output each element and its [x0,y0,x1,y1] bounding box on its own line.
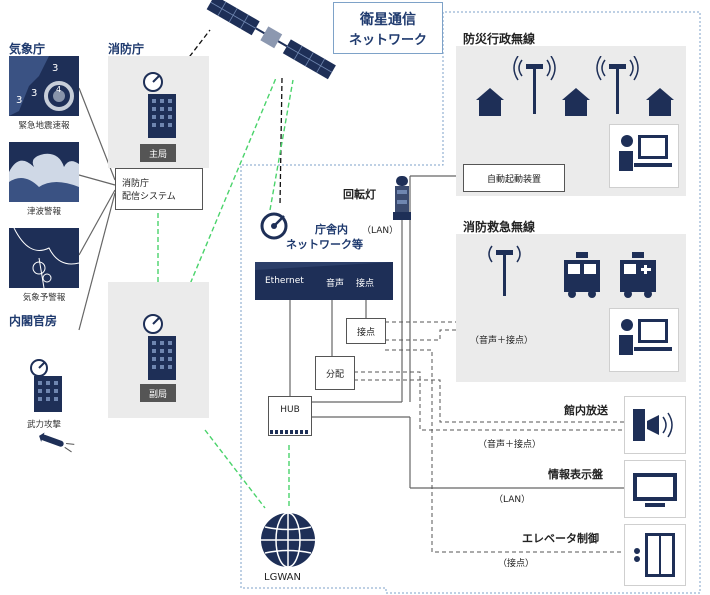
sat-link-office [279,77,283,206]
green-office-sat [269,79,294,211]
link-tsunami [78,174,116,186]
rotating-lamp-label: 回転灯 [343,188,376,201]
lan-title: 庁舎内 [315,223,348,236]
disaster-radio-heading: 防災行政無線 [463,32,536,46]
globe-icon [261,512,315,568]
contact-box: 接点 [346,318,386,344]
title-line2: ネットワーク [348,33,427,48]
link-cabinet [78,192,116,331]
info-display-box [624,460,686,518]
disaster-radio-towers [476,56,674,116]
main-station-building-icon [143,72,176,138]
disaster-operator-box [609,124,679,188]
fire-radio-heading: 消防救急無線 [463,220,536,234]
office-dish-icon [260,212,288,240]
sub-station-building-icon [143,314,176,380]
link-weather [78,189,116,256]
jma-heading: 気象庁 [9,42,46,56]
operator-icon [619,319,672,355]
cabinet-heading: 内閣官房 [9,314,58,328]
elevator-box [624,524,686,586]
lgwan-label: LGWAN [264,572,301,583]
missile-icon [39,432,75,453]
cabinet-building-icon [30,359,62,412]
hub-label: HUB [280,405,300,415]
hub-box: HUB [268,396,312,436]
elevator-heading: エレベータ制御 [522,532,599,545]
speaker-icon [633,409,673,441]
weather-map [9,228,79,288]
tsunami-caption: 津波警報 [26,207,61,217]
sub-station-label: 副局 [140,384,176,402]
rotating-lamp-icon [393,176,411,220]
hub-ports [270,430,310,434]
info-display-signal-label: （LAN） [494,495,531,505]
port-ethernet: Ethernet [265,276,304,286]
delivery-system-line1: 消防庁 [122,179,150,189]
elevator-icon [634,533,675,577]
eq-caption: 緊急地震速報 [18,121,70,131]
elevator-signal-label: （接点） [498,559,535,569]
fire-radio-signal-label: （音声＋接点） [470,336,534,346]
port-contact: 接点 [356,279,375,289]
port-voice: 音声 [326,279,345,289]
pa-box [624,396,686,454]
tsunami-image [9,142,79,202]
eq-num-1: 3 [52,63,59,74]
eq-num-3: 3 [31,88,38,99]
delivery-system-box: 消防庁 配信システム [115,168,203,210]
monitor-icon [633,473,677,507]
info-display-heading: 情報表示盤 [548,468,603,481]
eq-num-4: 4 [56,85,62,94]
main-station-label: 主局 [140,144,176,162]
fire-radio-vehicles [488,245,656,298]
weather-caption: 気象予警報 [22,293,66,303]
title-line1: 衛星通信 [360,12,416,28]
title-box: 衛星通信 ネットワーク [333,2,443,54]
router-device: Ethernet 音声 接点 [255,262,393,300]
distribution-box: 分配 [315,356,355,390]
pa-signal-label: （音声＋接点） [478,440,542,450]
network-label: ネットワーク等 [286,238,363,251]
fdma-heading: 消防庁 [108,42,145,56]
fire-operator-box [609,308,679,372]
delivery-system-line2: 配信システム [122,192,176,202]
green-sub-sat [174,77,277,321]
operator-icon [619,135,672,171]
green-sub-lgwan [204,429,266,509]
auto-start-box: 自動起動装置 [463,164,565,192]
pa-heading: 館内放送 [564,404,608,417]
earthquake-map: 3 3 3 4 [9,56,79,116]
attack-caption: 武力攻撃 [26,420,61,430]
lan-suffix: （LAN） [362,226,399,236]
eq-num-2: 3 [16,95,23,106]
satellite-icon [206,0,336,80]
network-boundary [240,11,701,594]
